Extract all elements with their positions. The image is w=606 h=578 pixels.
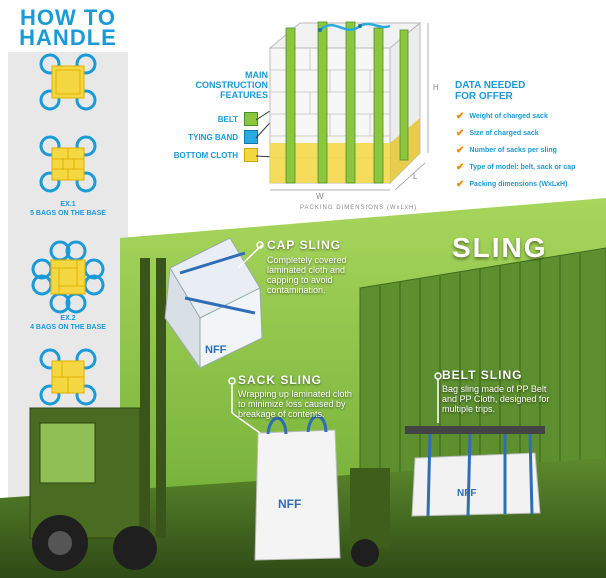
nff-logo-sack: NFF [278, 497, 301, 511]
sack-desc-1: Wrapping up laminated cloth [238, 389, 352, 399]
sack-desc-2: to minimize loss caused by [238, 399, 346, 409]
forklift-mid [350, 468, 390, 567]
ex1-label: EX.1 5 BAGS ON THE BASE [8, 200, 128, 218]
data-needed-item: ✔ Number of sacks per sling [456, 142, 575, 159]
data-needed-line-1: DATA NEEDED [455, 80, 526, 91]
title-line-2: HANDLE [19, 25, 117, 50]
belt-sling-title: BELT SLING [442, 368, 523, 382]
ex1-desc: 5 BAGS ON THE BASE [30, 210, 106, 217]
belt-desc-3: multiple trips. [442, 404, 496, 414]
legend-belt-label: BELT [217, 115, 238, 124]
data-needed-item: ✔ Type of model: belt, sack or cap [456, 159, 575, 176]
data-needed-item: ✔ Weight of charged sack [456, 108, 575, 125]
data-needed-text: Type of model: belt, sack or cap [469, 164, 576, 171]
main-title-1: MAIN [245, 70, 268, 80]
checkmark-icon: ✔ [456, 145, 465, 156]
sack-sling-title: SACK SLING [238, 373, 323, 387]
data-needed-title: DATA NEEDED FOR OFFER [455, 80, 525, 102]
data-needed-text: Size of charged sack [469, 130, 539, 137]
data-needed-item: ✔ Packing dimensions (WxLxH) [456, 176, 575, 193]
belt-sling-callout: BELT SLING Bag sling made of PP Belt and… [442, 368, 602, 414]
belt-desc-2: and PP Cloth, designed for [442, 394, 550, 404]
title-line-1: HOW TO [19, 5, 117, 30]
ex2-label: EX.2 4 BAGS ON THE BASE [8, 314, 128, 332]
forklift-left [29, 258, 166, 571]
cap-desc-4: contamination. [267, 285, 326, 295]
ex2-diagram [31, 240, 105, 314]
cap-sling-callout: CAP SLING Completely covered laminated c… [267, 238, 437, 295]
belt-sling-desc: Bag sling made of PP Belt and PP Cloth, … [442, 384, 602, 414]
belt-sling-load: NFF [405, 426, 545, 517]
dim-w-label: W [316, 192, 324, 201]
sack-sling-bag: NFF [254, 414, 341, 561]
ex3-diagram [39, 348, 97, 406]
checkmark-icon: ✔ [456, 179, 465, 190]
data-needed-text: Number of sacks per sling [469, 147, 557, 154]
data-needed-line-2: FOR OFFER [455, 91, 513, 102]
main-title-3: FEATURES [220, 90, 268, 100]
handling-diagrams [31, 53, 105, 406]
nff-logo-cap: NFF [205, 344, 227, 356]
data-needed-item: ✔ Size of charged sack [456, 125, 575, 142]
data-needed-text: Weight of charged sack [469, 113, 548, 120]
sack-sling-callout: SACK SLING Wrapping up laminated cloth t… [238, 373, 418, 419]
cap-desc-1: Completely covered [267, 255, 347, 265]
legend-bottom-cloth-swatch [244, 148, 258, 162]
main-features-title: MAIN CONSTRUCTION FEATURES [188, 70, 269, 100]
forklift-scene: NFF NFF NFF [0, 198, 606, 578]
belt-desc-1: Bag sling made of PP Belt [442, 384, 547, 394]
ex1-diagram [39, 135, 97, 193]
sling-construction-diagram [255, 21, 429, 191]
packing-dimensions-caption: PACKING DIMENSIONS (WxLxH) [300, 205, 418, 211]
checkmark-icon: ✔ [456, 162, 465, 173]
dim-l-label: L [413, 172, 418, 181]
ex1-number: EX.1 [60, 201, 76, 208]
legend-tying-band-label: TYING BAND [188, 133, 238, 142]
cap-sling-title: CAP SLING [267, 238, 342, 252]
sling-big-title: SLING [452, 232, 548, 263]
base-diagram [39, 53, 97, 111]
checkmark-icon: ✔ [456, 111, 465, 122]
cap-desc-2: laminated cloth and [267, 265, 346, 275]
how-to-handle-title: HOW TO HANDLE [8, 5, 128, 50]
ex2-number: EX.2 [60, 315, 76, 322]
cap-sling-desc: Completely covered laminated cloth and c… [267, 255, 437, 295]
data-needed-list: ✔ Weight of charged sack ✔ Size of charged… [456, 108, 575, 193]
main-title-2: CONSTRUCTION [195, 80, 269, 90]
sack-desc-3: breakage of contents. [238, 409, 325, 419]
sack-sling-desc: Wrapping up laminated cloth to minimize … [238, 389, 418, 419]
data-needed-text: Packing dimensions (WxLxH) [469, 181, 568, 188]
cap-sling-load: NFF [164, 237, 263, 370]
legend-bottom-cloth-label: BOTTOM CLOTH [173, 151, 238, 160]
ex2-desc: 4 BAGS ON THE BASE [30, 324, 106, 331]
dim-h-label: H [433, 83, 439, 92]
nff-logo-belt: NFF [457, 488, 476, 499]
cap-desc-3: capping to avoid [267, 275, 333, 285]
checkmark-icon: ✔ [456, 128, 465, 139]
